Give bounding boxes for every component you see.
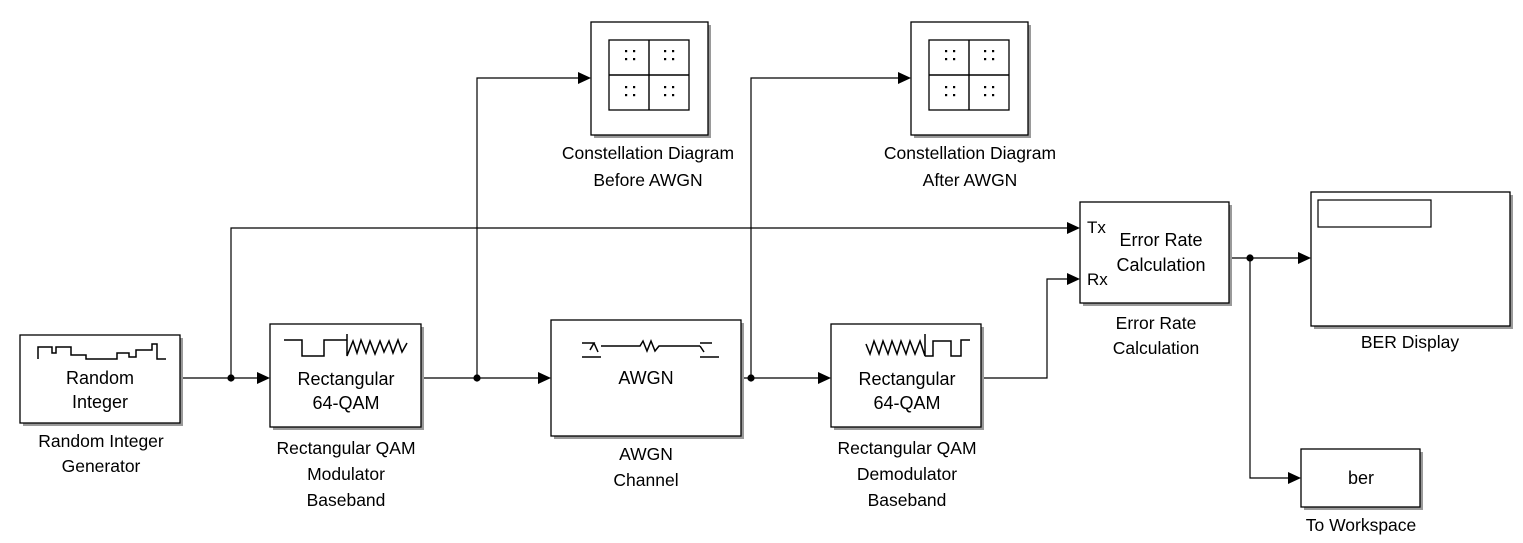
wire-branch-to-tx[interactable] — [230, 227, 1067, 378]
block-caption: Rectangular QAM — [837, 438, 976, 458]
block-caption: To Workspace — [1306, 515, 1417, 535]
channel-resistor-icon — [582, 338, 719, 358]
port-rx-label: Rx — [1087, 270, 1108, 289]
block-label: ber — [1348, 468, 1374, 488]
random-integer-generator-block[interactable]: Random Integer Random Integer Generator — [19, 334, 183, 476]
block-label: Calculation — [1116, 255, 1205, 275]
block-label: Random — [66, 368, 134, 388]
block-caption: Random Integer — [38, 431, 164, 451]
block-label: AWGN — [618, 368, 673, 388]
wire-branch-to-const-before[interactable] — [476, 77, 578, 378]
awgn-channel-block[interactable]: AWGN AWGN Channel — [550, 319, 744, 490]
branch-point — [473, 374, 481, 382]
block-label: 64-QAM — [312, 393, 379, 413]
random-integer-icon — [37, 343, 166, 360]
qam-demodulator-block[interactable]: Rectangular 64-QAM Rectangular QAM Demod… — [830, 323, 984, 510]
arrow-head — [1298, 252, 1311, 264]
block-caption: Before AWGN — [593, 170, 702, 190]
constellation-scope-icon — [608, 39, 690, 111]
arrow-head — [898, 72, 911, 84]
branch-point — [747, 374, 755, 382]
block-label: Integer — [72, 392, 128, 412]
block-caption: Rectangular QAM — [276, 438, 415, 458]
arrow-head — [538, 372, 551, 384]
arrow-head — [578, 72, 591, 84]
arrow-head — [1067, 273, 1080, 285]
wire-branch-to-const-after[interactable] — [750, 77, 898, 378]
constellation-scope-icon — [928, 39, 1010, 111]
constellation-diagram-before-block[interactable]: Constellation Diagram Before AWGN — [562, 21, 734, 190]
arrow-head — [1067, 222, 1080, 234]
block-caption: Baseband — [868, 490, 947, 510]
block-caption: Baseband — [307, 490, 386, 510]
block-label: 64-QAM — [873, 393, 940, 413]
signal-lines — [182, 72, 1311, 484]
ber-display-block[interactable]: BER Display — [1310, 191, 1513, 352]
sine-to-digital-icon — [865, 334, 970, 357]
digital-to-sine-icon — [284, 334, 408, 357]
block-caption: Calculation — [1113, 338, 1200, 358]
block-label: Rectangular — [858, 369, 955, 389]
block-label: Rectangular — [297, 369, 394, 389]
branch-point — [227, 374, 235, 382]
block-caption: Modulator — [307, 464, 385, 484]
to-workspace-block[interactable]: ber To Workspace — [1300, 448, 1423, 535]
arrow-head — [818, 372, 831, 384]
arrow-head — [257, 372, 270, 384]
block-caption: Demodulator — [857, 464, 957, 484]
qam-modulator-block[interactable]: Rectangular 64-QAM Rectangular QAM Modul… — [269, 323, 424, 510]
block-caption: AWGN — [619, 444, 673, 464]
block-caption: Constellation Diagram — [884, 143, 1056, 163]
block-caption: Channel — [613, 470, 678, 490]
branch-point — [1246, 254, 1254, 262]
block-caption: Generator — [62, 456, 141, 476]
arrow-head — [1288, 472, 1301, 484]
block-label: Error Rate — [1119, 230, 1202, 250]
error-rate-calculation-block[interactable]: Tx Rx Error Rate Calculation Error Rate … — [1079, 201, 1232, 358]
display-value-field — [1317, 199, 1432, 228]
block-caption: Constellation Diagram — [562, 143, 734, 163]
wire-demod-to-rx[interactable] — [982, 278, 1067, 379]
constellation-diagram-after-block[interactable]: Constellation Diagram After AWGN — [884, 21, 1056, 190]
port-tx-label: Tx — [1087, 218, 1106, 237]
block-caption: Error Rate — [1116, 313, 1197, 333]
wire-errrate-to-workspace[interactable] — [1249, 258, 1288, 479]
block-caption: BER Display — [1361, 332, 1459, 352]
block-caption: After AWGN — [923, 170, 1018, 190]
